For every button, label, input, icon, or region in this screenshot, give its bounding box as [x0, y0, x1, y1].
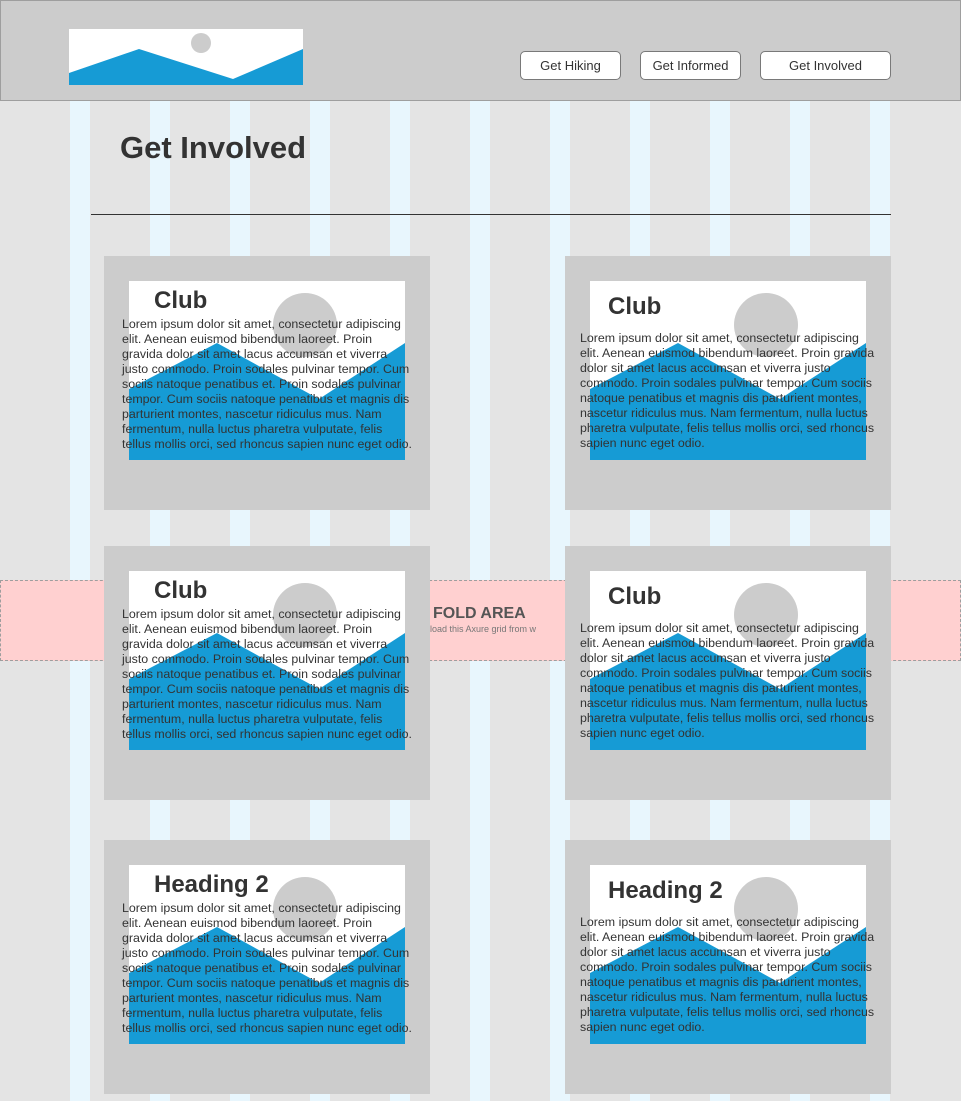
image-placeholder-icon [129, 293, 405, 460]
club-card[interactable]: Club Lorem ipsum dolor sit amet, consect… [104, 256, 430, 510]
card-heading: Club [154, 577, 208, 604]
card-heading: Club [154, 287, 208, 314]
title-divider [91, 214, 891, 215]
nav-get-informed-button[interactable]: Get Informed [640, 51, 741, 80]
nav-get-hiking-button[interactable]: Get Hiking [520, 51, 621, 80]
card-heading: Club [608, 293, 662, 320]
card-body-text: Lorem ipsum dolor sit amet, consectetur … [122, 901, 412, 1035]
club-card[interactable]: Club Lorem ipsum dolor sit amet, consect… [565, 546, 891, 800]
image-placeholder-icon [590, 293, 866, 460]
card-body-text: Lorem ipsum dolor sit amet, consectetur … [580, 621, 875, 740]
card-image-placeholder [129, 281, 405, 460]
card-heading: Heading 2 [154, 871, 269, 898]
card-image-placeholder [590, 281, 866, 460]
card-body-text: Lorem ipsum dolor sit amet, consectetur … [122, 317, 412, 451]
fold-area-title: FOLD AREA [433, 605, 526, 622]
card-image-placeholder [590, 571, 866, 750]
image-placeholder-icon [129, 877, 405, 1044]
card-heading: Club [608, 583, 662, 610]
card-body-text: Lorem ipsum dolor sit amet, consectetur … [580, 331, 875, 450]
logo-image-placeholder[interactable] [69, 29, 303, 85]
image-placeholder-icon [590, 583, 866, 750]
site-header: Get Hiking Get Informed Get Involved [0, 0, 961, 101]
card-heading: Heading 2 [608, 877, 723, 904]
card-image-placeholder [129, 865, 405, 1044]
heading-card[interactable]: Heading 2 Lorem ipsum dolor sit amet, co… [104, 840, 430, 1094]
card-body-text: Lorem ipsum dolor sit amet, consectetur … [122, 607, 412, 741]
grid-column [470, 0, 490, 1101]
nav-get-involved-button[interactable]: Get Involved [760, 51, 891, 80]
grid-column [10, 0, 30, 1101]
card-image-placeholder [129, 571, 405, 750]
fold-area-subtitle: nload this Axure grid from w [425, 624, 537, 634]
image-placeholder-icon [590, 877, 866, 1044]
card-body-text: Lorem ipsum dolor sit amet, consectetur … [580, 915, 875, 1034]
page-title: Get Involved [120, 130, 307, 165]
card-image-placeholder [590, 865, 866, 1044]
heading-card[interactable]: Heading 2 Lorem ipsum dolor sit amet, co… [565, 840, 891, 1094]
image-placeholder-icon [69, 29, 303, 85]
grid-column [70, 0, 90, 1101]
club-card[interactable]: Club Lorem ipsum dolor sit amet, consect… [565, 256, 891, 510]
image-placeholder-icon [129, 583, 405, 750]
club-card[interactable]: Club Lorem ipsum dolor sit amet, consect… [104, 546, 430, 800]
